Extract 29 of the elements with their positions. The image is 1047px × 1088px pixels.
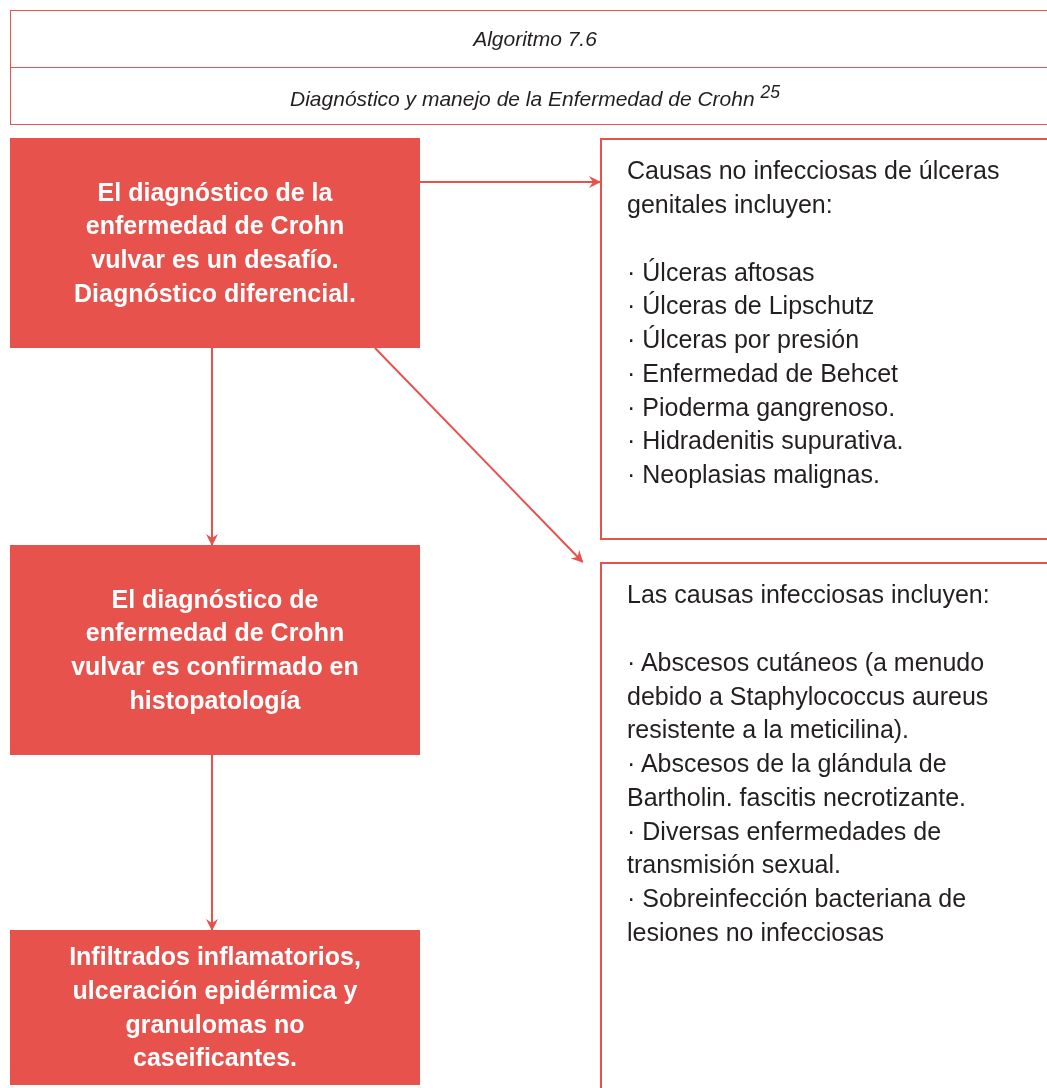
list-item: · Úlceras de Lipschutz [627, 290, 876, 322]
process-box [10, 930, 420, 1085]
arrow [206, 754, 218, 931]
arrow [206, 347, 218, 546]
note-box [600, 138, 1047, 540]
list-item: · Hidradenitis supurativa. [627, 425, 905, 457]
note-box [600, 562, 1047, 1088]
arrow [374, 347, 584, 563]
list-item: · Sobreinfección bacteriana de lesiones no infecciosas [627, 883, 968, 948]
box-text: Infiltrados inflamatorios, ulceración epidérmica y granulomas no caseificantes. [68, 941, 362, 1074]
list-item: · Abscesos de la glándula de Bartholin. fascitis necrotizante. [627, 748, 968, 813]
header-text: Algoritmo 7.6 [473, 27, 597, 51]
list-item: · Enfermedad de Behcet [627, 357, 899, 389]
list-item: · Úlceras aftosas [627, 256, 816, 288]
box-text: El diagnóstico de enfermedad de Crohn vulvar es confirmado en histopatología [70, 583, 360, 716]
list-item: · Diversas enfermedades de transmisión sexual. [627, 815, 943, 881]
list-item: · Abscesos cutáneos (a menudo debido a Staphylococcus aureus resistente a la meticilina). [627, 646, 990, 746]
list-item: · Úlceras por presión [627, 324, 861, 355]
header-box [10, 10, 1047, 68]
list-item: · Neoplasias malignas. [627, 459, 881, 490]
process-box [10, 545, 420, 755]
box-text: El diagnóstico de la enfermedad de Crohn vulvar es un desafío. Diagnóstico diferencial. [73, 176, 357, 309]
header-box [10, 67, 1047, 125]
header-text: Diagnóstico y manejo de la Enfermedad de Crohn $^{25}$ [290, 81, 780, 111]
arrow [419, 176, 601, 188]
note-heading: Las causas infecciosas incluyen: [627, 579, 991, 610]
process-box [10, 138, 420, 348]
note-heading: Causas no infecciosas de úlceras genitales incluyen: [627, 155, 1001, 220]
list-item: · Pioderma gangrenoso. [627, 391, 897, 423]
